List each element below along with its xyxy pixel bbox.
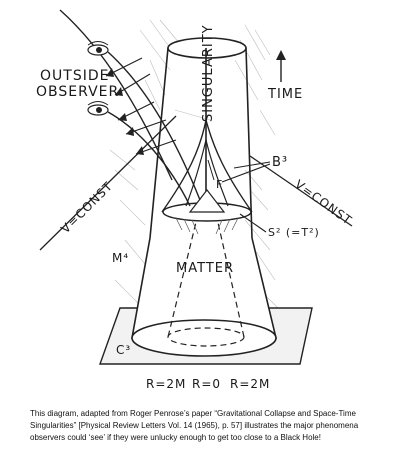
observer-eye-icon <box>87 101 109 116</box>
horizon-ellipse-dashed <box>167 327 245 347</box>
label-f: F <box>216 178 223 191</box>
label-v-const-right: V=CONST <box>292 177 354 228</box>
light-cone-right <box>205 119 253 213</box>
light-cone-left <box>161 119 207 213</box>
hatching <box>175 217 239 235</box>
label-m4: M⁴ <box>112 251 129 265</box>
label-matter: MATTER <box>176 261 234 276</box>
label-v-const-left: V=CONST <box>58 179 115 236</box>
label-outside: OUTSIDE <box>40 68 109 84</box>
label-b3: B³ <box>272 155 288 170</box>
cone-base-ellipse <box>131 319 277 357</box>
label-observer: OBSERVER <box>36 84 119 100</box>
inner-arc-left <box>185 139 207 207</box>
b3-pointer-2 <box>221 163 271 183</box>
b3-pointer-1 <box>233 161 271 169</box>
label-singularity: SINGULARITY <box>201 24 216 122</box>
s2-pointer <box>239 213 267 233</box>
cylinder-top <box>167 37 247 59</box>
horizon-cylinder <box>149 47 253 239</box>
time-arrowhead <box>276 50 286 60</box>
background-shading <box>109 19 281 311</box>
label-r-left: R=2M <box>146 377 186 391</box>
label-time: TIME <box>267 87 303 102</box>
observer-eye-icon <box>87 41 109 56</box>
v-const-line-left <box>39 115 177 251</box>
inner-arc-right <box>205 139 229 207</box>
label-r-right: R=2M <box>230 377 270 391</box>
horizon-line-right <box>215 213 245 338</box>
v-const-line-right <box>249 155 353 227</box>
label-c3: C³ <box>116 343 131 357</box>
label-s2: S² (=T²) <box>268 226 320 239</box>
label-r-center: R=0 <box>192 377 221 391</box>
observer-worldlines <box>59 9 201 207</box>
f-pointer <box>207 159 215 181</box>
caption: This diagram, adapted from Roger Penrose… <box>30 409 359 442</box>
trapped-triangle <box>188 189 226 213</box>
light-ray-arrowheads <box>106 68 144 155</box>
horizon-line-left <box>167 213 199 338</box>
penrose-collapse-diagram: OUTSIDE OBSERVER SINGULARITY TIME B³ F V… <box>36 9 355 391</box>
